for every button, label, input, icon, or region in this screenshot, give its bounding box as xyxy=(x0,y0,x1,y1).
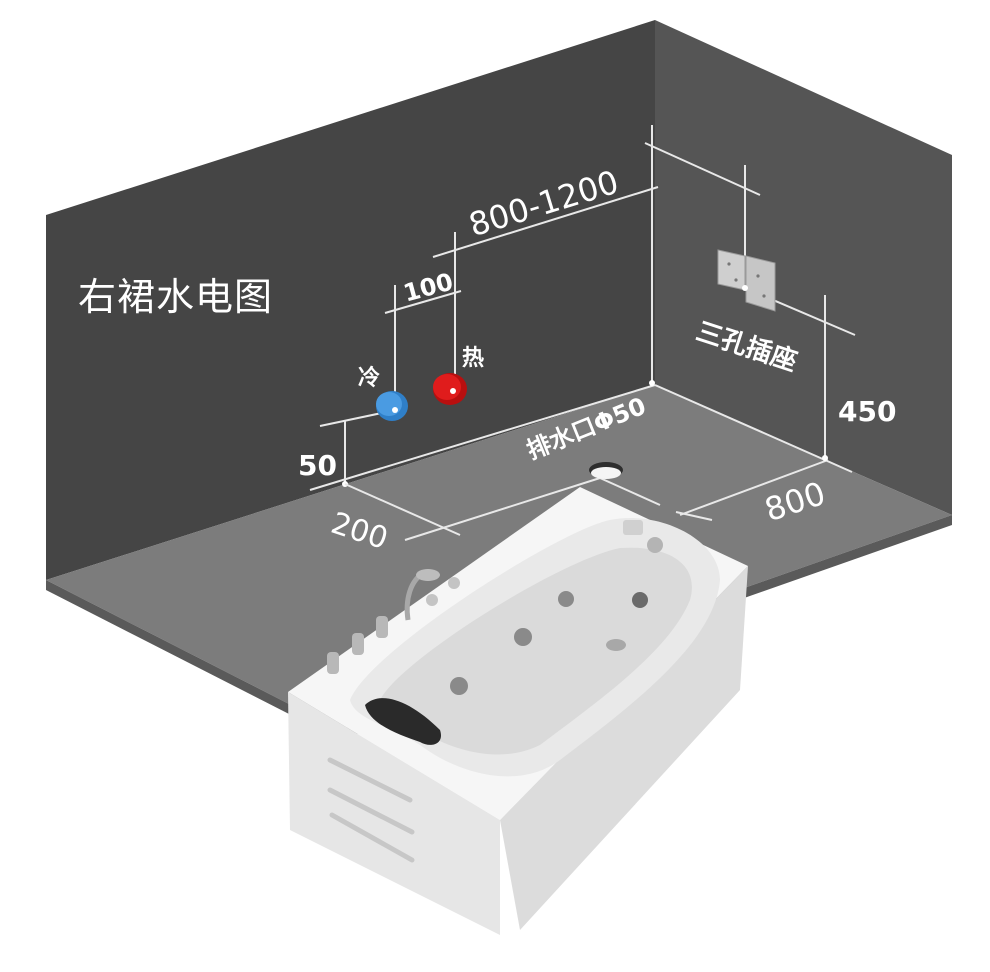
socket-plate xyxy=(717,249,776,312)
side-wall xyxy=(655,20,952,515)
cold-water-valve xyxy=(376,391,408,421)
back-wall xyxy=(46,20,655,580)
bathtub xyxy=(288,487,748,935)
hot-water-label: 热 xyxy=(462,346,485,371)
hot-water-valve xyxy=(433,373,467,405)
cold-water-label: 冷 xyxy=(358,366,381,391)
floor-edge xyxy=(46,580,340,740)
diagram-title: 右裙水电图 xyxy=(78,275,274,319)
dimension-50: 50 xyxy=(298,449,337,482)
dimension-450: 450 xyxy=(838,395,897,428)
